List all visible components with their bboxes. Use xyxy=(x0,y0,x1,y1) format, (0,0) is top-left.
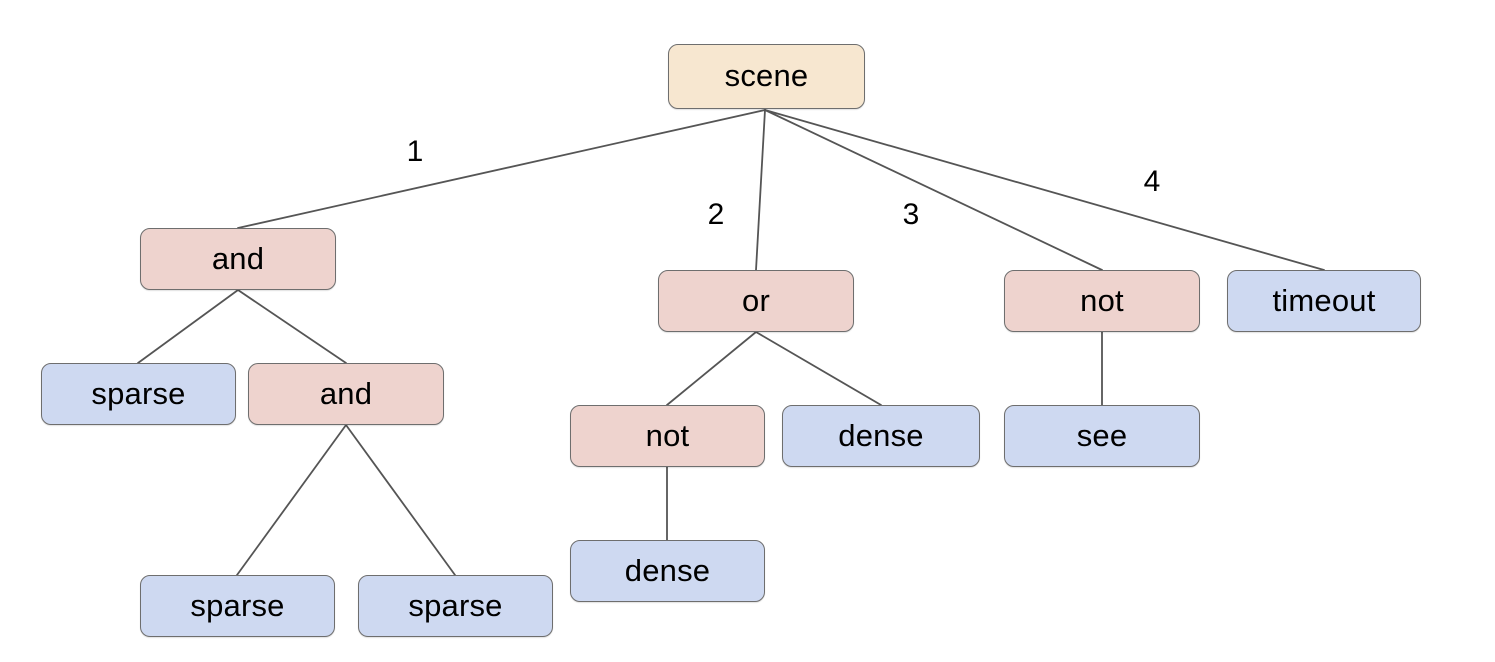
tree-edge-and2-to-sparse3 xyxy=(345,424,456,576)
tree-node-label: scene xyxy=(724,58,809,93)
tree-edge-and1-to-and2 xyxy=(237,289,347,364)
tree-node-label: timeout xyxy=(1272,282,1376,318)
tree-edge-or1-to-not2 xyxy=(666,331,757,406)
tree-node-label: not xyxy=(1080,282,1124,318)
tree-edge-scene-to-timeout xyxy=(764,109,1325,271)
tree-node-and1[interactable]: and xyxy=(140,228,336,290)
tree-edge-scene-to-and1 xyxy=(237,109,766,229)
tree-node-label: sparse xyxy=(190,587,285,623)
tree-edge-or1-to-dense1 xyxy=(755,331,882,406)
tree-node-label: sparse xyxy=(408,587,503,623)
tree-node-sparse1[interactable]: sparse xyxy=(41,363,236,425)
tree-node-label: sparse xyxy=(91,375,186,411)
tree-node-dense2[interactable]: dense xyxy=(570,540,765,602)
tree-edge-scene-to-or1 xyxy=(755,109,766,271)
tree-node-label: or xyxy=(742,282,770,318)
edge-label-4: 4 xyxy=(1143,165,1161,198)
tree-edge-and1-to-sparse1 xyxy=(137,289,239,364)
tree-node-scene[interactable]: scene xyxy=(668,44,865,109)
tree-node-sparse3[interactable]: sparse xyxy=(358,575,553,637)
tree-node-see[interactable]: see xyxy=(1004,405,1200,467)
tree-node-or1[interactable]: or xyxy=(658,270,854,332)
tree-node-timeout[interactable]: timeout xyxy=(1227,270,1421,332)
tree-node-sparse2[interactable]: sparse xyxy=(140,575,335,637)
tree-node-label: see xyxy=(1076,417,1128,453)
tree-node-dense1[interactable]: dense xyxy=(782,405,980,467)
tree-node-and2[interactable]: and xyxy=(248,363,444,425)
tree-node-not2[interactable]: not xyxy=(570,405,765,467)
tree-node-label: and xyxy=(211,240,265,276)
tree-node-label: dense xyxy=(838,417,924,453)
tree-node-not1[interactable]: not xyxy=(1004,270,1200,332)
tree-edge-scene-to-not1 xyxy=(764,109,1103,271)
tree-node-label: not xyxy=(645,417,690,453)
edge-label-2: 2 xyxy=(707,198,725,231)
edge-label-3: 3 xyxy=(902,198,920,231)
tree-edge-and2-to-sparse2 xyxy=(236,424,347,576)
edge-label-1: 1 xyxy=(406,135,424,168)
tree-node-label: dense xyxy=(624,552,711,588)
tree-node-label: and xyxy=(319,375,373,411)
